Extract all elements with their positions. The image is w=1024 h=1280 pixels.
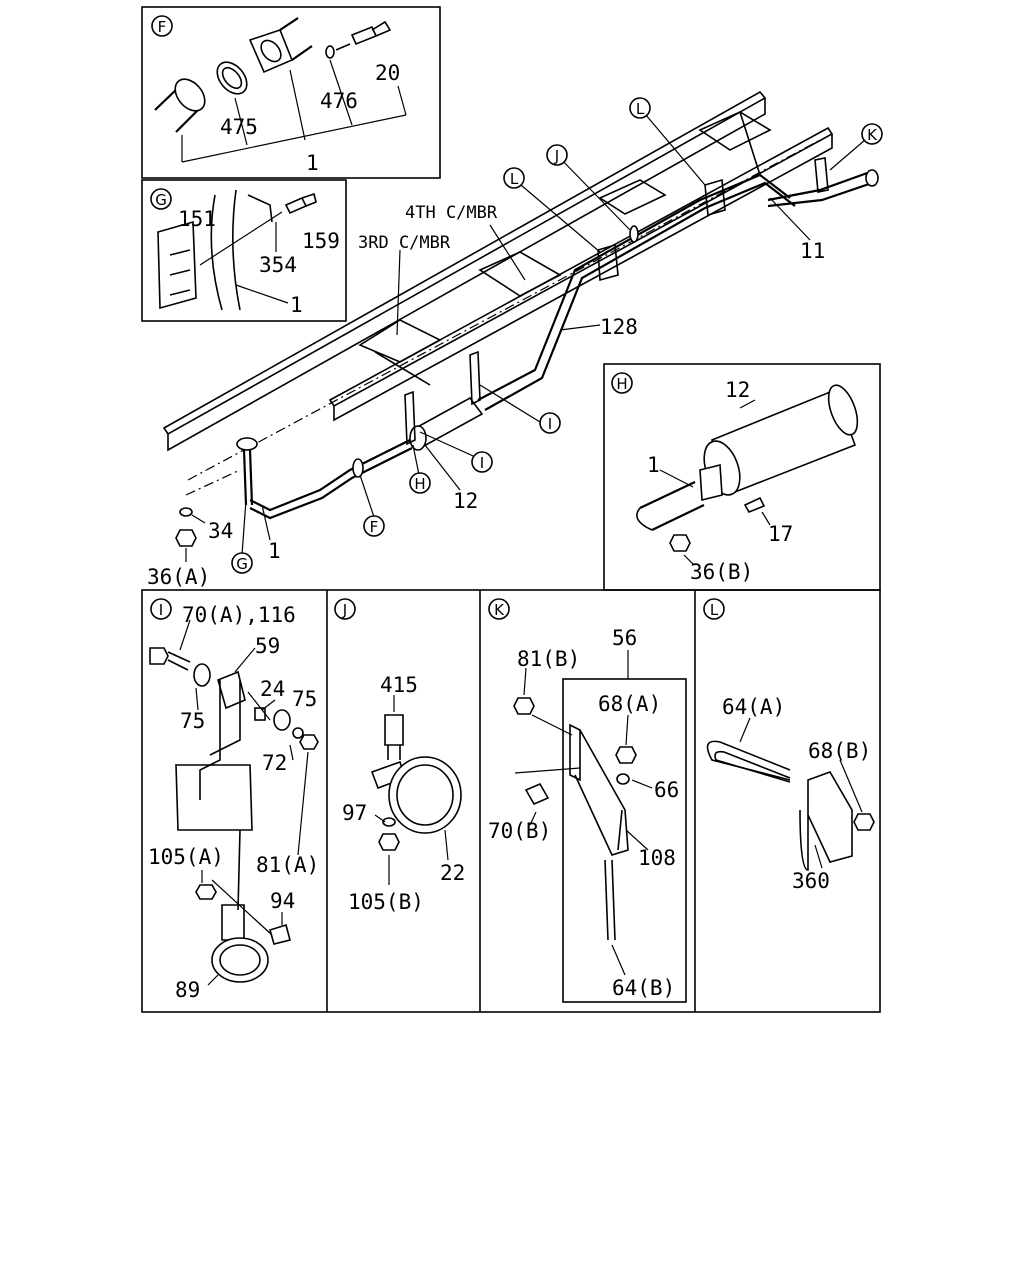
panel-g-label-159: 159 xyxy=(302,229,340,253)
panel-l-label-360: 360 xyxy=(792,869,830,893)
panel-h-label-12: 12 xyxy=(725,378,750,402)
label-4th-cmbr: 4TH C/MBR xyxy=(405,203,498,223)
panel-l: L 64(A) 68(B) 360 xyxy=(703,598,875,893)
panel-f-tag: F xyxy=(158,18,167,36)
panel-k-label-81b: 81(B) xyxy=(517,647,580,671)
panel-f-label-1: 1 xyxy=(306,151,319,175)
panel-i-label-89: 89 xyxy=(175,978,200,1002)
panel-h-label-17: 17 xyxy=(768,522,793,546)
panel-f-label-20: 20 xyxy=(375,61,400,85)
callout-g: G xyxy=(236,555,248,573)
panel-l-label-64a: 64(A) xyxy=(722,695,785,719)
panel-j-label-415: 415 xyxy=(380,673,418,697)
panel-f-label-475: 475 xyxy=(220,115,258,139)
panel-h: H 12 1 17 36(B) xyxy=(611,372,859,584)
panel-f-border xyxy=(141,6,441,179)
label-128: 128 xyxy=(600,315,638,339)
panel-i-tag: I xyxy=(159,601,163,619)
panel-k-label-56: 56 xyxy=(612,626,637,650)
main-chassis-drawing xyxy=(162,90,879,547)
panel-k-label-68a: 68(A) xyxy=(598,692,661,716)
panel-g-label-1: 1 xyxy=(290,293,303,317)
panel-k: K 56 81(B) 68(A) 66 70(B) 108 64(B) xyxy=(488,598,679,1000)
label-36a: 36(A) xyxy=(147,565,210,589)
panel-i-label-70a-116: 70(A),116 xyxy=(182,603,296,627)
panel-h-label-36b: 36(B) xyxy=(690,560,753,584)
panel-g: G 151 159 354 1 xyxy=(150,188,340,317)
panel-i-label-75-left: 75 xyxy=(180,709,205,733)
main-labels: 4TH C/MBR 3RD C/MBR 128 11 12 1 34 36(A) xyxy=(147,203,825,589)
panel-i-label-81a: 81(A) xyxy=(256,853,319,877)
label-34: 34 xyxy=(208,519,233,543)
panel-f: F 20 476 475 1 xyxy=(151,15,407,175)
panel-h-tag: H xyxy=(616,375,627,393)
bottom-panels-border xyxy=(141,589,881,1013)
callout-i-1: I xyxy=(548,415,552,433)
callout-j: J xyxy=(554,147,559,165)
callout-k: K xyxy=(867,126,878,144)
label-1: 1 xyxy=(268,539,281,563)
panel-borders xyxy=(141,6,881,1013)
panel-f-label-476: 476 xyxy=(320,89,358,113)
panel-k-label-66: 66 xyxy=(654,778,679,802)
panel-k-inner-box xyxy=(562,678,687,1003)
panel-i-label-94: 94 xyxy=(270,889,295,913)
panel-j-tag: J xyxy=(342,601,347,619)
panel-i-label-59: 59 xyxy=(255,634,280,658)
panel-j: J 415 97 105(B) 22 xyxy=(334,598,465,914)
main-leaders xyxy=(185,107,873,562)
panel-l-label-68b: 68(B) xyxy=(808,739,871,763)
panel-h-label-1: 1 xyxy=(647,453,660,477)
panel-j-label-22: 22 xyxy=(440,861,465,885)
panel-j-label-105b: 105(B) xyxy=(348,890,424,914)
panel-k-label-64b: 64(B) xyxy=(612,976,675,1000)
callout-f: F xyxy=(370,518,379,536)
panel-l-tag: L xyxy=(710,601,719,619)
panel-i: I 70(A),116 59 24 75 75 72 81(A) xyxy=(148,598,319,1002)
panel-i-label-105a: 105(A) xyxy=(148,845,224,869)
panel-k-label-70b: 70(B) xyxy=(488,819,551,843)
panel-j-label-97: 97 xyxy=(342,801,367,825)
panel-k-tag: K xyxy=(494,601,505,619)
panel-k-label-108: 108 xyxy=(638,846,676,870)
callout-i-2: I xyxy=(480,454,484,472)
panel-i-label-72: 72 xyxy=(262,751,287,775)
callout-l-2: L xyxy=(636,100,645,118)
panel-i-label-24: 24 xyxy=(260,677,285,701)
label-12: 12 xyxy=(453,489,478,513)
panel-g-label-354: 354 xyxy=(259,253,297,277)
panel-g-label-151: 151 xyxy=(178,207,216,231)
callout-h: H xyxy=(414,475,425,493)
callout-l-1: L xyxy=(510,170,519,188)
panel-i-label-75-right: 75 xyxy=(292,687,317,711)
label-3rd-cmbr: 3RD C/MBR xyxy=(358,233,451,253)
panel-g-tag: G xyxy=(155,191,167,209)
main-callouts: L J L K I I H F G xyxy=(231,97,883,574)
label-11: 11 xyxy=(800,239,825,263)
panel-g-border xyxy=(141,179,347,322)
